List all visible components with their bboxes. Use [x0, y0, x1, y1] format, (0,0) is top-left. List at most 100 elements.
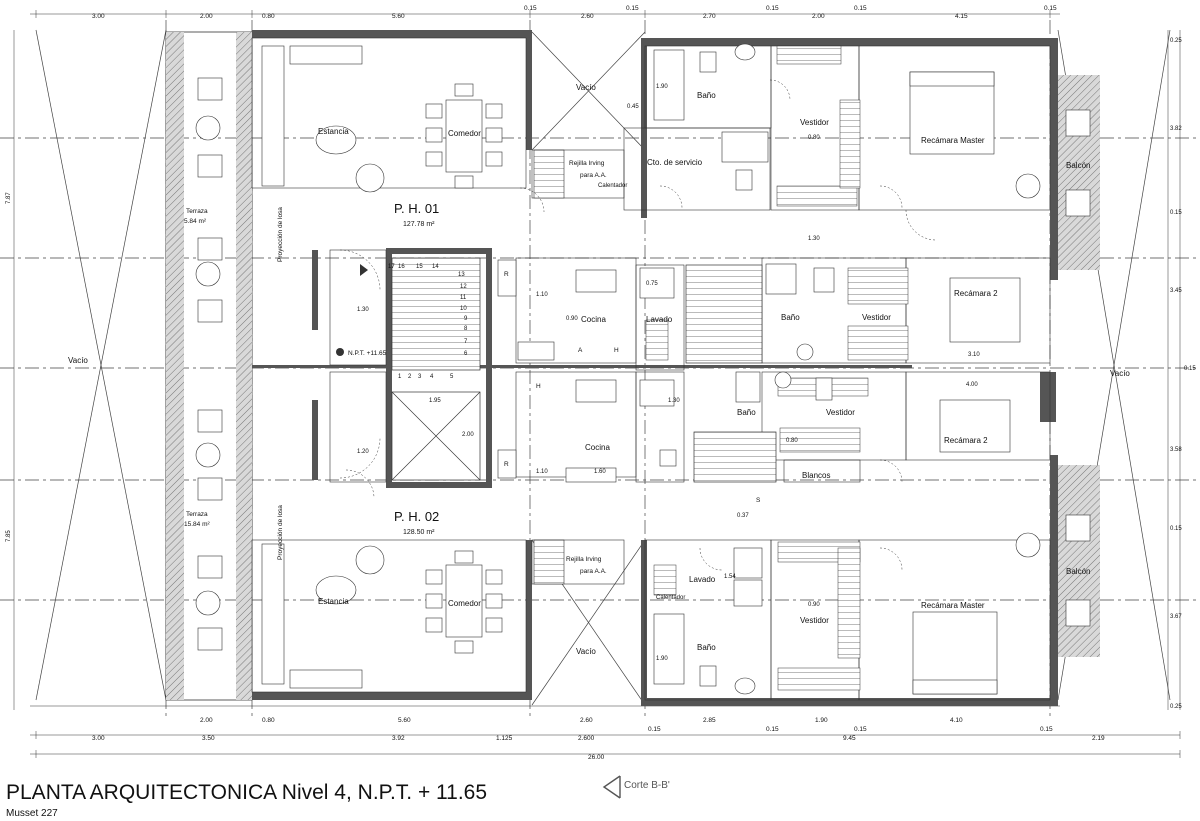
- room-comedor-bottom: Comedor: [448, 599, 481, 608]
- rejilla-bottom-1: Rejilla Irving: [566, 556, 602, 563]
- svg-text:6: 6: [464, 351, 468, 357]
- stair-numbers: 1 2 3 4 5 6 7 8 9 10 11 12 13 14 15 16 1…: [388, 264, 468, 380]
- calentador-top: Calentador: [598, 183, 627, 189]
- svg-text:0.15: 0.15: [1044, 5, 1057, 12]
- svg-text:0.80: 0.80: [262, 13, 275, 20]
- svg-text:1: 1: [398, 374, 402, 380]
- svg-text:14: 14: [432, 264, 439, 270]
- void-areas: [35, 29, 1171, 706]
- svg-text:3.50: 3.50: [202, 735, 215, 742]
- svg-text:3: 3: [418, 374, 422, 380]
- svg-text:0.15: 0.15: [854, 726, 867, 733]
- proyeccion-losa-bottom: Proyección de losa: [277, 505, 284, 560]
- room-vestidor-3: Vestidor: [826, 408, 855, 417]
- terrace-planters: [165, 31, 1100, 701]
- svg-text:1.60: 1.60: [594, 469, 606, 475]
- svg-text:4.15: 4.15: [955, 13, 968, 20]
- mark-s: S: [756, 497, 761, 504]
- svg-text:3.00: 3.00: [92, 13, 105, 20]
- room-estancia-top: Estancia: [318, 127, 349, 136]
- svg-text:0.15: 0.15: [1040, 726, 1053, 733]
- svg-text:2.00: 2.00: [200, 13, 213, 20]
- svg-text:1.90: 1.90: [656, 656, 668, 662]
- svg-text:4: 4: [430, 374, 434, 380]
- svg-text:2: 2: [408, 374, 412, 380]
- svg-text:0.80: 0.80: [808, 135, 820, 141]
- svg-text:0.80: 0.80: [786, 438, 798, 444]
- room-blancos: Blancos: [802, 471, 830, 480]
- furniture: [195, 43, 1091, 695]
- room-labels: Estancia Comedor Estancia Comedor Terraz…: [68, 83, 1130, 656]
- svg-text:3.92: 3.92: [392, 735, 405, 742]
- svg-text:15: 15: [416, 264, 423, 270]
- svg-text:10: 10: [460, 306, 467, 312]
- unit-name-ph02: P. H. 02: [394, 509, 439, 524]
- room-balcon-bottom: Balcón: [1066, 567, 1090, 576]
- section-marker-label: Corte B-B': [624, 780, 670, 791]
- svg-text:12: 12: [460, 284, 467, 290]
- door-swings: [339, 79, 937, 571]
- room-vestidor-1: Vestidor: [800, 118, 829, 127]
- svg-text:0.15: 0.15: [766, 5, 779, 12]
- svg-text:0.90: 0.90: [566, 316, 578, 322]
- room-bano-1: Baño: [697, 91, 716, 100]
- rejilla-top-2: para A.A.: [580, 172, 607, 179]
- svg-text:2.00: 2.00: [200, 717, 213, 724]
- svg-text:0.15: 0.15: [1170, 210, 1182, 216]
- svg-text:1.90: 1.90: [815, 717, 828, 724]
- room-vacio-right: Vacío: [1110, 369, 1130, 378]
- room-vestidor-2: Vestidor: [862, 313, 891, 322]
- svg-text:1.90: 1.90: [656, 84, 668, 90]
- svg-text:0.15: 0.15: [648, 726, 661, 733]
- room-cto-servicio: Cto. de servicio: [647, 158, 703, 167]
- room-terraza-top: Terraza: [186, 208, 208, 215]
- svg-text:8: 8: [464, 326, 468, 332]
- svg-text:4.00: 4.00: [966, 382, 978, 388]
- room-vestidor-4: Vestidor: [800, 616, 829, 625]
- svg-text:3.58: 3.58: [1170, 447, 1182, 453]
- room-terraza-bottom: Terraza: [186, 511, 208, 518]
- svg-text:7.85: 7.85: [6, 530, 12, 542]
- unit-area-ph01: 127.78 m²: [403, 221, 435, 228]
- svg-text:0.15: 0.15: [524, 5, 537, 12]
- svg-text:1.20: 1.20: [357, 449, 369, 455]
- room-vacio-top: Vacío: [576, 83, 596, 92]
- svg-text:3.45: 3.45: [1170, 288, 1182, 294]
- room-recamara-2-bottom: Recámara 2: [944, 436, 988, 445]
- svg-text:13: 13: [458, 272, 465, 278]
- svg-text:9: 9: [464, 316, 468, 322]
- terraza-area-top: 5.84 m²: [184, 218, 207, 225]
- room-recamara-2-top: Recámara 2: [954, 289, 998, 298]
- svg-text:16: 16: [398, 264, 405, 270]
- room-bano-2: Baño: [781, 313, 800, 322]
- svg-text:0.75: 0.75: [646, 281, 658, 287]
- svg-text:4.10: 4.10: [950, 717, 963, 724]
- drawing-subtitle: Musset 227: [6, 808, 58, 819]
- room-recamara-master-top: Recámara Master: [921, 136, 985, 145]
- kitchen-marks: R R A H H S: [504, 271, 761, 504]
- svg-text:2.70: 2.70: [703, 13, 716, 20]
- svg-text:0.15: 0.15: [1170, 526, 1182, 532]
- svg-text:2.00: 2.00: [462, 432, 474, 438]
- stairs: [391, 45, 909, 691]
- drawing-title: PLANTA ARQUITECTONICA Nivel 4, N.P.T. + …: [6, 781, 488, 804]
- svg-text:2.600: 2.600: [578, 735, 595, 742]
- svg-text:7.87: 7.87: [6, 192, 12, 204]
- svg-text:3.10: 3.10: [968, 352, 980, 358]
- rejilla-bottom-2: para A.A.: [580, 568, 607, 575]
- svg-text:2.85: 2.85: [703, 717, 716, 724]
- room-vacio-left: Vacío: [68, 356, 88, 365]
- room-vacio-bottom: Vacío: [576, 647, 596, 656]
- svg-text:9.45: 9.45: [843, 735, 856, 742]
- proyeccion-losa-top: Proyección de losa: [277, 207, 284, 262]
- svg-text:0.15: 0.15: [766, 726, 779, 733]
- svg-text:5: 5: [450, 374, 454, 380]
- dimension-text: 3.00 2.00 0.80 5.60 0.15 2.60 0.15 2.70 …: [6, 5, 1196, 761]
- svg-text:0.25: 0.25: [1170, 704, 1182, 710]
- room-lavado-top: Lavado: [646, 315, 673, 324]
- mark-h-bottom: H: [536, 383, 541, 390]
- mark-r-top: R: [504, 271, 509, 278]
- svg-text:2.60: 2.60: [580, 717, 593, 724]
- room-lavado-bottom: Lavado: [689, 575, 716, 584]
